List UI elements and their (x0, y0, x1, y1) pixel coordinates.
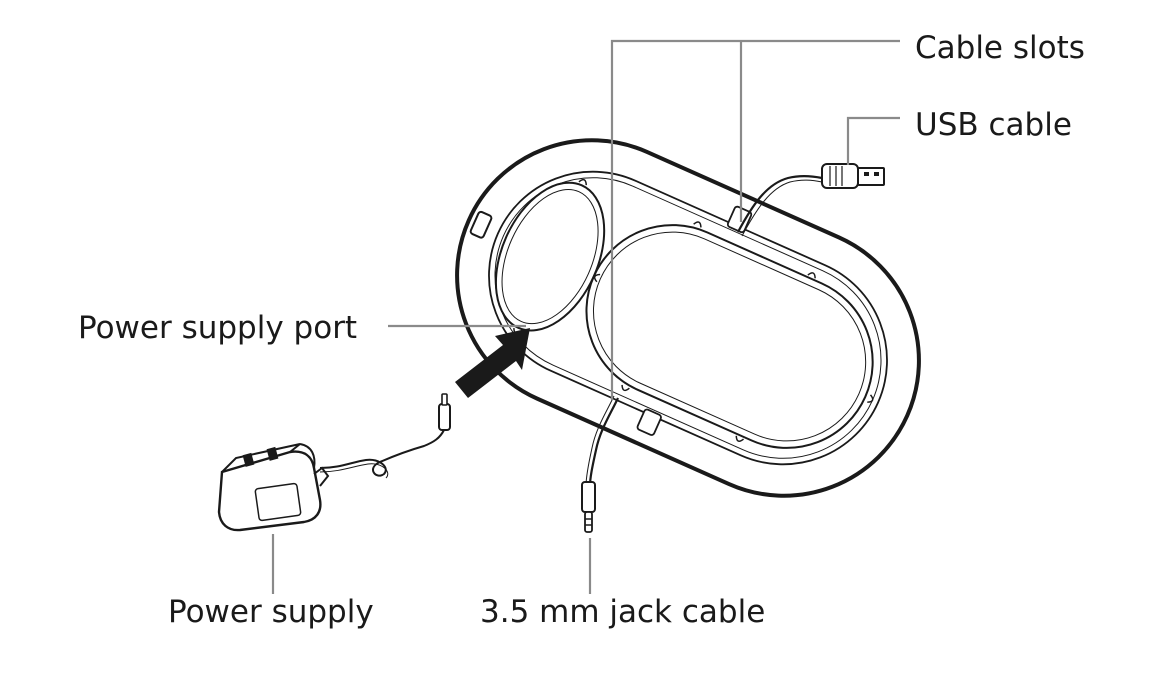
power-supply-unit (217, 393, 451, 532)
usb-cable-wire (737, 175, 823, 233)
leader-usb-cable (846, 116, 900, 165)
jack-cable (581, 395, 619, 533)
leader-lines (271, 39, 900, 594)
insert-arrow (455, 328, 530, 398)
label-cable-slots: Cable slots (915, 30, 1085, 66)
base-outer-rim (455, 138, 921, 498)
cable-channel-small (494, 181, 606, 332)
usb-plug-body (821, 163, 859, 189)
power-supply-plug (438, 403, 451, 431)
label-power-supply: Power supply (168, 594, 374, 630)
cable-slot-usb (726, 205, 753, 234)
label-jack-cable: 3.5 mm jack cable (480, 594, 766, 630)
cable-channel-small-inner (501, 189, 599, 325)
cable-channel-large-inner (592, 231, 867, 442)
jack-cable-wire (588, 397, 619, 487)
power-supply-port-socket (469, 210, 493, 239)
usb-cable (737, 163, 885, 237)
cable-slot-jack (636, 408, 662, 436)
speakerphone-base (455, 138, 921, 498)
label-power-supply-port: Power supply port (78, 310, 358, 346)
label-usb-cable: USB cable (915, 107, 1072, 143)
power-supply-plug-tip (441, 393, 448, 406)
jack-plug-body (581, 481, 596, 513)
leader-cable-slots (610, 39, 900, 400)
cable-clips (513, 178, 874, 443)
power-supply-wire (319, 429, 445, 477)
usb-plug-tip (857, 167, 885, 186)
jack-plug-tip (584, 511, 593, 533)
